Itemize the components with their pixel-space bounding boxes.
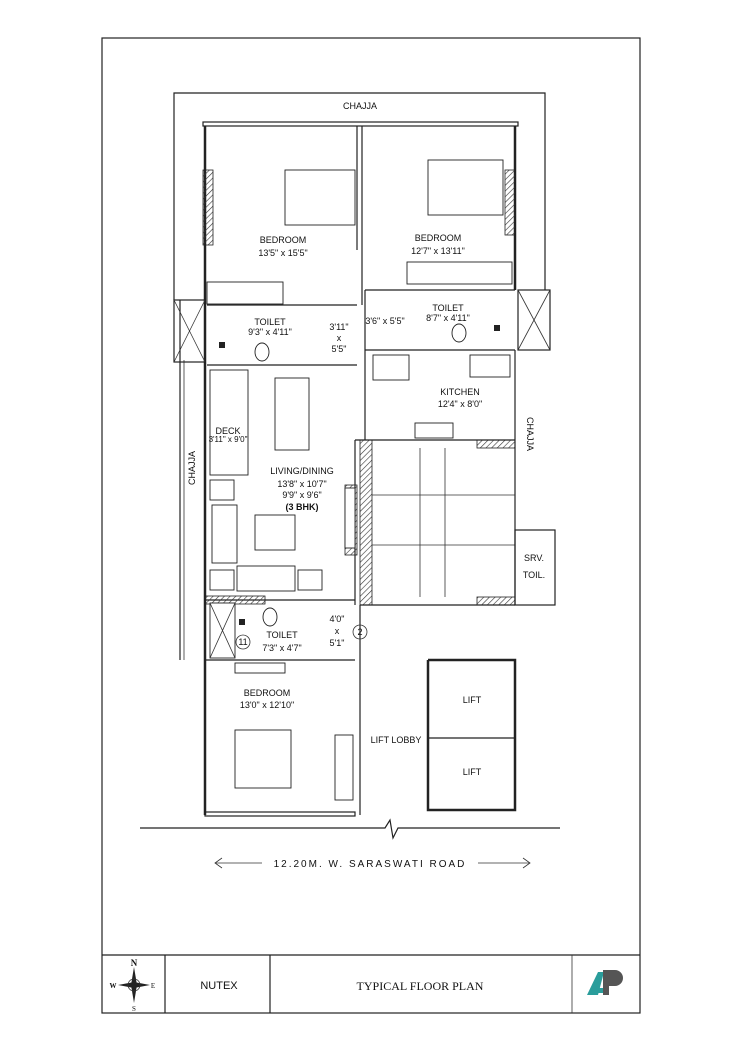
toilet-3-name: TOILET bbox=[266, 630, 298, 640]
flat-type: (3 BHK) bbox=[286, 502, 319, 512]
living-name: LIVING/DINING bbox=[270, 466, 334, 476]
passage-1-x: x bbox=[337, 333, 342, 343]
passage-2-size: 3'6" x 5'5" bbox=[365, 316, 404, 326]
wardrobe-3 bbox=[334, 734, 354, 801]
compass-icon: N S E W bbox=[110, 958, 156, 1013]
stove bbox=[414, 422, 454, 439]
toilet-2-name: TOILET bbox=[432, 303, 464, 313]
compass-w: W bbox=[110, 982, 117, 990]
stair-grid bbox=[372, 448, 515, 597]
dining-table bbox=[274, 377, 310, 451]
compass-s: S bbox=[132, 1005, 136, 1013]
deck bbox=[209, 369, 249, 476]
living-size-1: 13'8" x 10'7" bbox=[277, 479, 326, 489]
title-block: N S E W NUTEX TYPICAL FLOOR PLAN bbox=[102, 954, 640, 1013]
lift-lobby-label: LIFT LOBBY bbox=[371, 735, 422, 745]
furniture bbox=[206, 159, 513, 801]
road: 12.20M. W. SARASWATI ROAD bbox=[140, 818, 560, 870]
chajja-left-label: CHAJJA bbox=[187, 451, 197, 485]
srv-toilet-line2: TOIL. bbox=[523, 570, 545, 580]
passage-1-height: 5'5" bbox=[332, 344, 347, 354]
road-label: 12.20M. W. SARASWATI ROAD bbox=[274, 859, 467, 870]
wardrobe-2 bbox=[406, 261, 513, 285]
bed-1 bbox=[284, 169, 356, 226]
passage-3-x: x bbox=[335, 626, 340, 636]
bed-2 bbox=[427, 159, 504, 216]
bed-3 bbox=[234, 729, 292, 789]
sofa-2 bbox=[236, 565, 296, 592]
wardrobe-1 bbox=[206, 281, 284, 305]
toilet-3-size: 7'3" x 4'7" bbox=[262, 643, 301, 653]
lift-2-label: LIFT bbox=[463, 767, 482, 777]
bedroom-2-name: BEDROOM bbox=[415, 233, 462, 243]
passage-3-height: 5'1" bbox=[330, 638, 345, 648]
bedroom-3-size: 13'0" x 12'10" bbox=[240, 700, 294, 710]
passage-1-width: 3'11" bbox=[329, 322, 348, 332]
bedroom-1-name: BEDROOM bbox=[260, 235, 307, 245]
deck-name: DECK bbox=[215, 426, 240, 436]
chajja-outline: CHAJJA bbox=[173, 92, 546, 300]
passage-3-width: 4'0" bbox=[330, 614, 345, 624]
sink bbox=[469, 354, 511, 378]
chajja-right-label: CHAJJA bbox=[525, 417, 535, 451]
toilet-1-name: TOILET bbox=[254, 317, 286, 327]
marker-2: 2 bbox=[357, 627, 362, 637]
sofa-1 bbox=[211, 504, 238, 564]
deck-size: 3'11" x 9'0" bbox=[209, 435, 248, 444]
sheet-border bbox=[101, 37, 641, 1014]
srv-toilet-line1: SRV. bbox=[524, 553, 544, 563]
compass-n: N bbox=[131, 958, 138, 968]
bedroom-3-name: BEDROOM bbox=[244, 688, 291, 698]
bedroom-2-size: 12'7" x 13'11" bbox=[411, 246, 465, 256]
ap-logo bbox=[587, 970, 623, 995]
compass-e: E bbox=[151, 982, 155, 990]
kitchen-name: KITCHEN bbox=[440, 387, 480, 397]
company-name: NUTEX bbox=[200, 980, 238, 992]
coffee-table bbox=[254, 514, 296, 551]
living-size-2: 9'9" x 9'6" bbox=[282, 490, 321, 500]
toilet-2-size: 8'7" x 4'11" bbox=[426, 313, 470, 323]
toilet-1-size: 9'3" x 4'11" bbox=[248, 327, 292, 337]
marker-11: 11 bbox=[238, 637, 247, 647]
chajja-top-label: CHAJJA bbox=[343, 101, 377, 111]
kitchen-size: 12'4" x 8'0" bbox=[438, 399, 482, 409]
room-labels: BEDROOM 13'5" x 15'5" BEDROOM 12'7" x 13… bbox=[187, 233, 556, 777]
kitchen-counter bbox=[372, 354, 410, 381]
drawing-title: TYPICAL FLOOR PLAN bbox=[357, 979, 484, 993]
lift-1-label: LIFT bbox=[463, 695, 482, 705]
bedroom-1-size: 13'5" x 15'5" bbox=[258, 248, 307, 258]
